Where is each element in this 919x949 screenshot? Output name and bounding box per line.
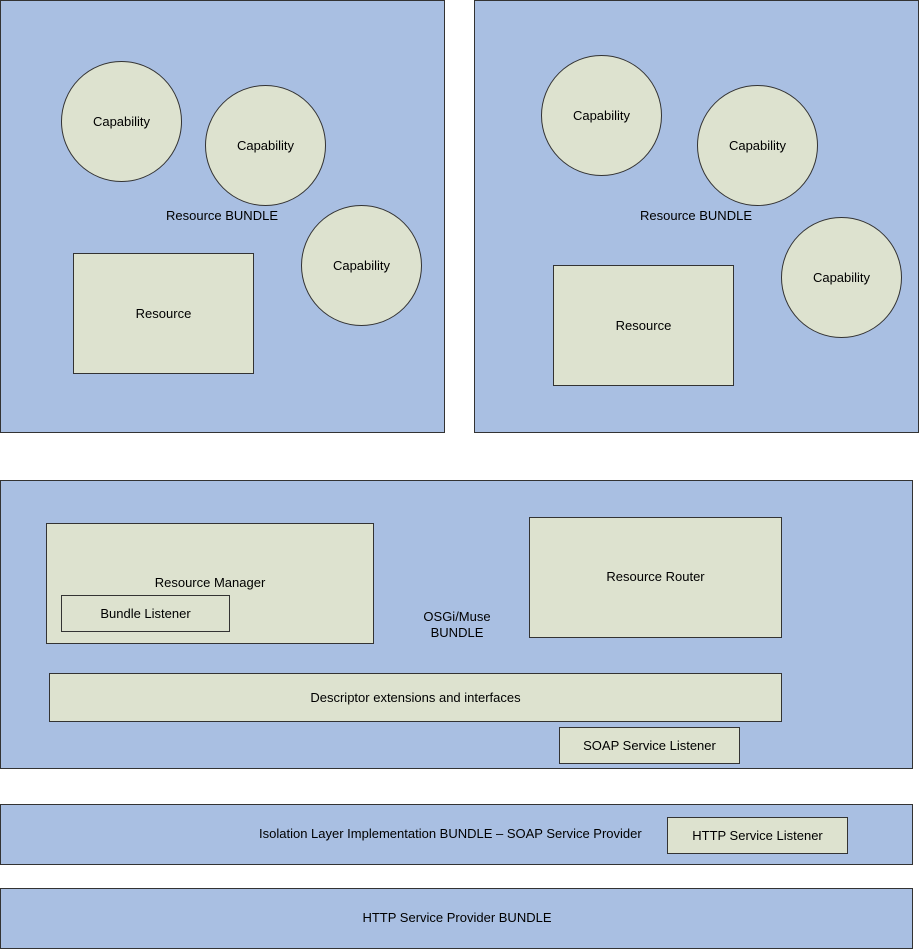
descriptor-label: Descriptor extensions and interfaces	[310, 690, 521, 705]
osgi-bundle-label-line1: OSGi/Muse	[423, 609, 491, 624]
http-listener-label: HTTP Service Listener	[692, 828, 823, 843]
resource-label: Resource	[615, 318, 672, 333]
descriptor-box: Descriptor extensions and interfaces	[49, 673, 782, 722]
resource-router-label: Resource Router	[606, 569, 705, 584]
resource-bundle-left: Capability Capability Capability Resourc…	[0, 0, 445, 433]
resource-bundle-label: Resource BUNDLE	[166, 208, 278, 223]
capability-node: Capability	[61, 61, 182, 182]
osgi-bundle-label: OSGi/Muse BUNDLE	[397, 609, 517, 641]
capability-node: Capability	[697, 85, 818, 206]
osgi-bundle-label-line2: BUNDLE	[430, 625, 484, 640]
resource-bundle-label: Resource BUNDLE	[640, 208, 752, 223]
soap-listener-box: SOAP Service Listener	[559, 727, 740, 764]
capability-label: Capability	[332, 258, 391, 273]
capability-label: Capability	[572, 108, 631, 123]
resource-box: Resource	[553, 265, 734, 386]
capability-label: Capability	[728, 138, 787, 153]
bundle-listener-box: Bundle Listener	[61, 595, 230, 632]
http-listener-box: HTTP Service Listener	[667, 817, 848, 854]
capability-node: Capability	[301, 205, 422, 326]
resource-router-box: Resource Router	[529, 517, 782, 638]
osgi-muse-bundle: Resource Manager Bundle Listener OSGi/Mu…	[0, 480, 913, 769]
capability-node: Capability	[781, 217, 902, 338]
capability-node: Capability	[541, 55, 662, 176]
resource-manager-label: Resource Manager	[154, 575, 266, 590]
soap-listener-label: SOAP Service Listener	[583, 738, 716, 753]
capability-label: Capability	[812, 270, 871, 285]
isolation-layer-bundle: Isolation Layer Implementation BUNDLE – …	[0, 804, 913, 865]
isolation-layer-label: Isolation Layer Implementation BUNDLE – …	[259, 826, 642, 841]
http-provider-label: HTTP Service Provider BUNDLE	[362, 910, 552, 925]
capability-label: Capability	[92, 114, 151, 129]
resource-bundle-right: Capability Capability Capability Resourc…	[474, 0, 919, 433]
capability-node: Capability	[205, 85, 326, 206]
resource-label: Resource	[135, 306, 192, 321]
bundle-listener-label: Bundle Listener	[100, 606, 191, 621]
resource-box: Resource	[73, 253, 254, 374]
http-service-provider-bundle: HTTP Service Provider BUNDLE	[0, 888, 913, 949]
capability-label: Capability	[236, 138, 295, 153]
